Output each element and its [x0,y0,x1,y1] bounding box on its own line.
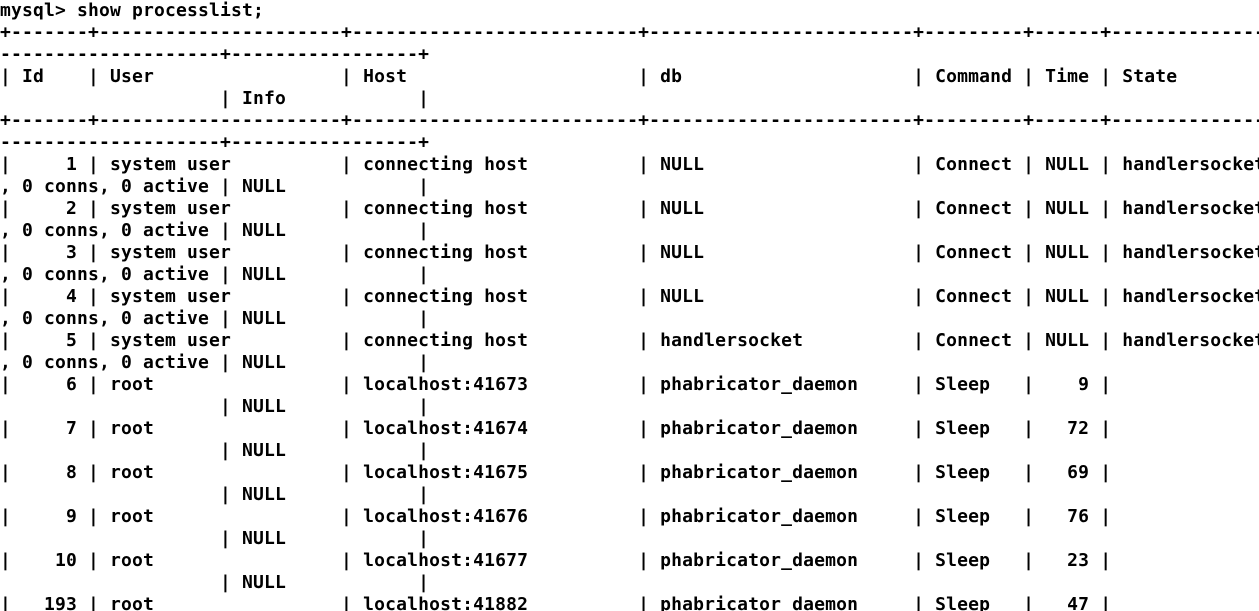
table-header-row-wrap: | Info | [0,88,430,109]
command-prompt-line: mysql> show processlist; [0,0,265,21]
table-row: | 8 | root | localhost:41675 | phabricat… [0,462,1112,483]
table-row: | 5 | system user | connecting host | ha… [0,330,1259,351]
table-row: | 193 | root | localhost:41882 | phabric… [0,594,1112,611]
table-row: | 9 | root | localhost:41676 | phabricat… [0,506,1112,527]
table-row: | 6 | root | localhost:41673 | phabricat… [0,374,1112,395]
table-row: | 7 | root | localhost:41674 | phabricat… [0,418,1112,439]
table-border: +-------+----------------------+--------… [0,110,1259,131]
table-row-wrap: , 0 conns, 0 active | NULL | [0,220,430,241]
table-row-wrap: , 0 conns, 0 active | NULL | [0,176,430,197]
table-row-wrap: | NULL | [0,396,430,417]
table-row-wrap: , 0 conns, 0 active | NULL | [0,352,430,373]
table-row: | 3 | system user | connecting host | NU… [0,242,1259,263]
table-row: | 4 | system user | connecting host | NU… [0,286,1259,307]
table-row-wrap: | NULL | [0,572,430,593]
table-row: | 10 | root | localhost:41677 | phabrica… [0,550,1112,571]
table-row-wrap: | NULL | [0,484,430,505]
table-row: | 1 | system user | connecting host | NU… [0,154,1259,175]
table-row-wrap: | NULL | [0,528,430,549]
table-header-row: | Id | User | Host | db | Command | Time… [0,66,1178,87]
table-border: +-------+----------------------+--------… [0,22,1259,43]
table-border-wrap: --------------------+-----------------+ [0,44,430,65]
table-row: | 2 | system user | connecting host | NU… [0,198,1259,219]
table-border-wrap: --------------------+-----------------+ [0,132,430,153]
table-row-wrap: , 0 conns, 0 active | NULL | [0,264,430,285]
table-row-wrap: | NULL | [0,440,430,461]
table-row-wrap: , 0 conns, 0 active | NULL | [0,308,430,329]
